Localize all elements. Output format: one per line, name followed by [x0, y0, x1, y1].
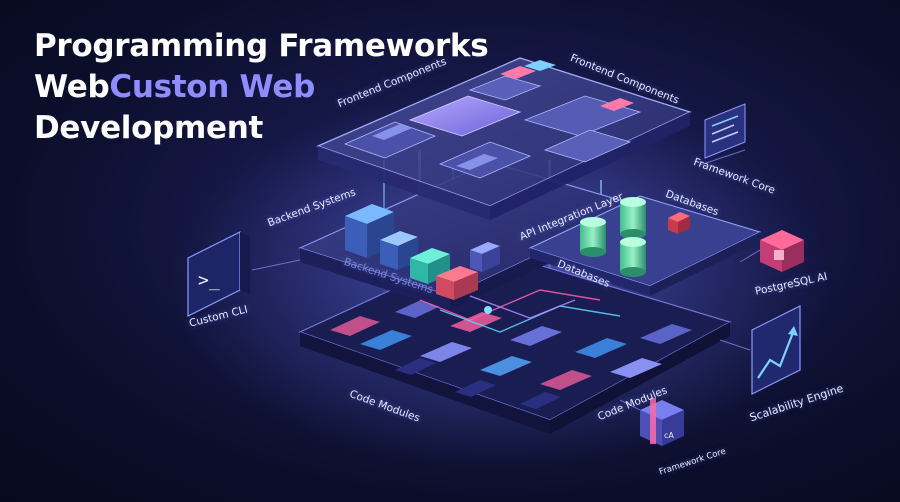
framework-core-box-icon: cA [640, 398, 684, 446]
frontend-components-layer [316, 57, 692, 220]
databases-platform [528, 195, 762, 296]
title-line-1: Programming Frameworks [34, 28, 489, 64]
data-paths [419, 289, 621, 333]
page-title: Programming Frameworks WebCuston Web Dev… [34, 26, 489, 149]
module-box-glyph: cA [664, 431, 674, 440]
cli-terminal-icon: >_ [187, 231, 250, 317]
title-line-2-accent: Custon Web [109, 69, 315, 105]
scalability-chart-icon [751, 305, 801, 395]
ui-cards [343, 60, 642, 179]
cli-prompt-glyph: >_ [198, 270, 220, 291]
title-line-3: Development [34, 110, 264, 146]
code-window-icon [704, 103, 746, 159]
postgresql-chip-icon [760, 230, 804, 272]
title-line-2-web: Web [34, 69, 110, 105]
title-line-2: WebCuston Web [34, 67, 488, 108]
server-stacks [345, 204, 500, 300]
code-blocks [330, 298, 692, 409]
database-cylinders [580, 197, 690, 277]
